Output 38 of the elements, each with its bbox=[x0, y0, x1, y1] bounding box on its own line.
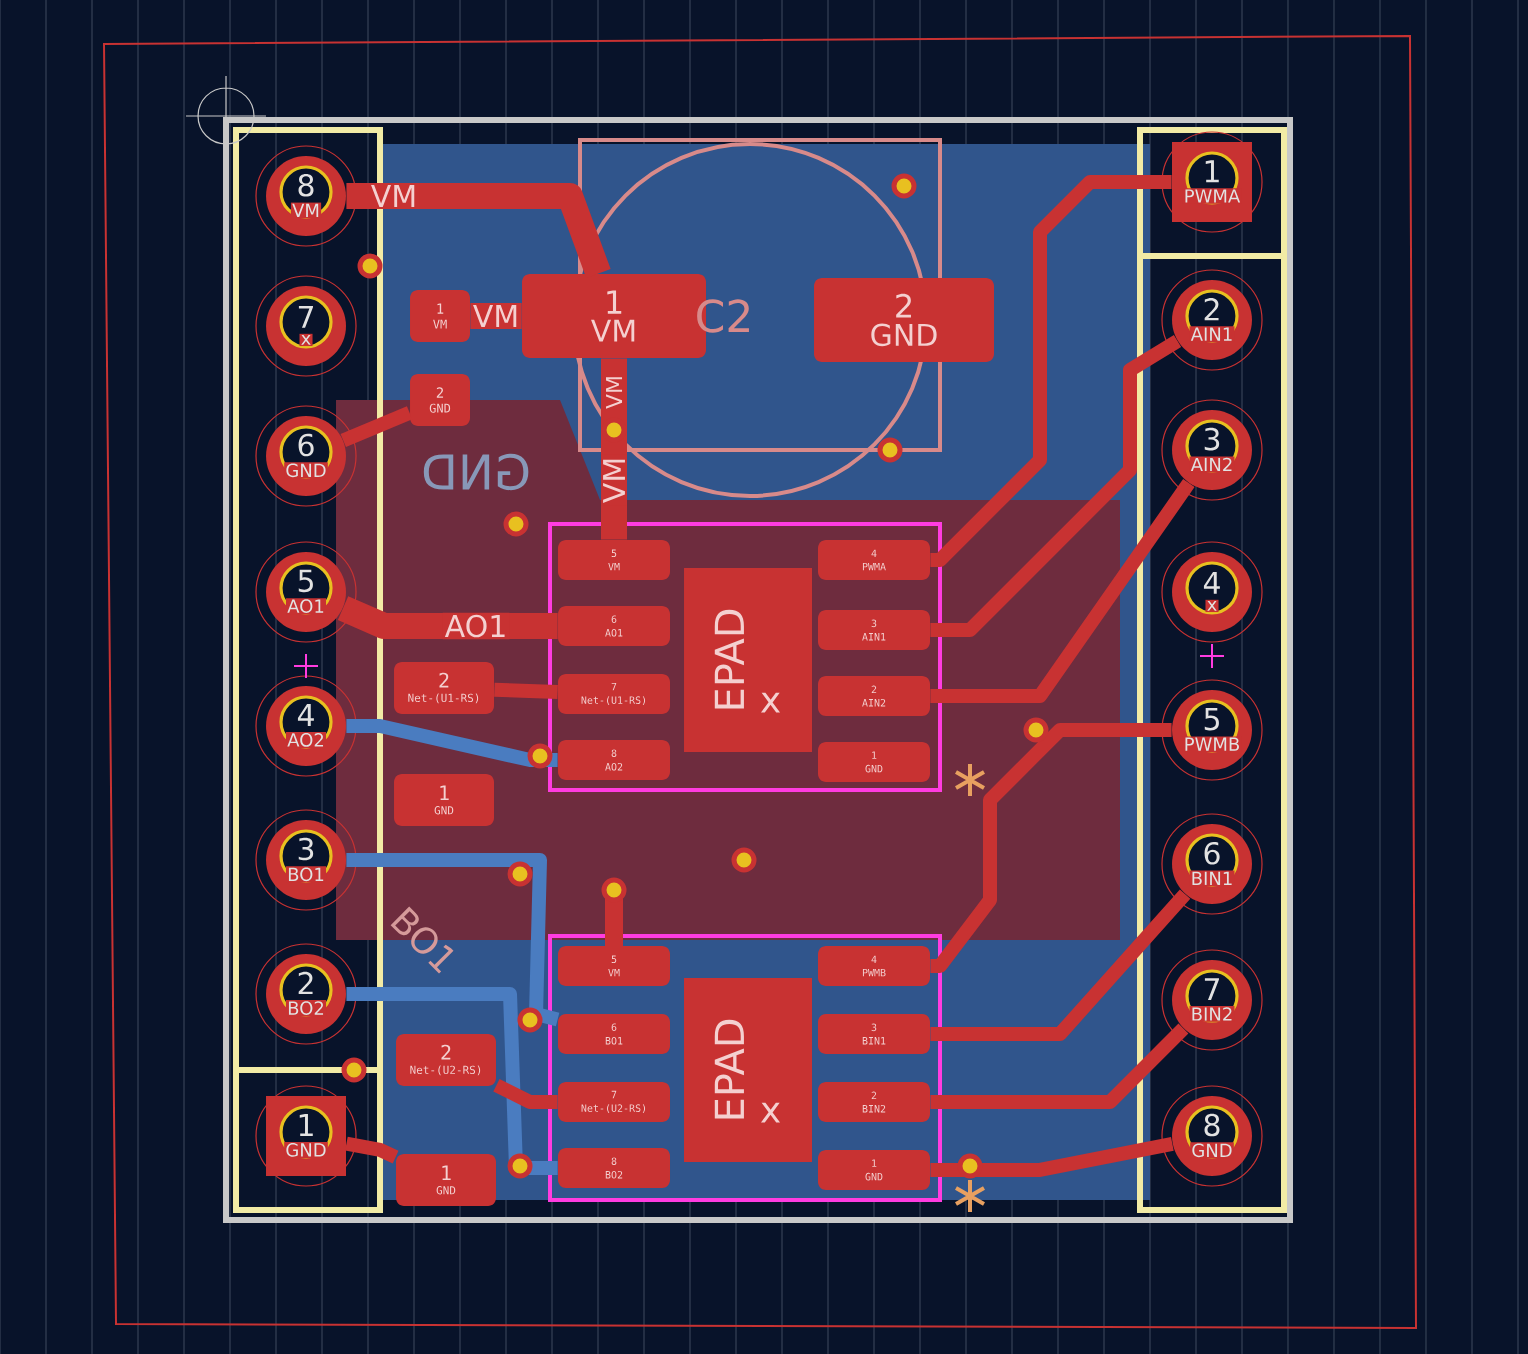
header-pin: 7 x bbox=[266, 286, 346, 366]
net-label: VM bbox=[368, 183, 420, 209]
capacitor-pad: 2 GND bbox=[814, 278, 994, 362]
header-pin: 3 AIN2 bbox=[1172, 410, 1252, 490]
header-pin: 1 GND bbox=[266, 1096, 346, 1176]
trace bbox=[930, 889, 1191, 1041]
header-pin: 2 AIN1 bbox=[1172, 280, 1252, 360]
trace bbox=[346, 853, 560, 1027]
trace bbox=[930, 479, 1195, 703]
header-pin: 2 BO2 bbox=[266, 954, 346, 1034]
trace bbox=[930, 1023, 1189, 1109]
trace bbox=[346, 987, 558, 1175]
header-pin: 6 BIN1 bbox=[1172, 824, 1252, 904]
header-pin: 6 GND bbox=[266, 416, 346, 496]
trace bbox=[340, 406, 413, 447]
trace bbox=[930, 175, 1172, 567]
trace bbox=[345, 1136, 399, 1164]
header-pin: 5 PWMB bbox=[1172, 690, 1252, 770]
exposed-pad: EPAD x bbox=[684, 978, 812, 1162]
header-pin: 3 BO1 bbox=[266, 820, 346, 900]
header-pin: 5 AO1 bbox=[266, 552, 346, 632]
trace bbox=[346, 183, 611, 279]
silkscreen-text: GND bbox=[423, 453, 529, 491]
trace bbox=[493, 1078, 558, 1109]
header-pin: 8 VM bbox=[266, 156, 346, 236]
net-label: VM bbox=[601, 454, 627, 506]
trace bbox=[930, 335, 1182, 637]
exposed-pad: EPAD x bbox=[684, 568, 812, 752]
header-pin: 4 AO2 bbox=[266, 686, 346, 766]
trace bbox=[494, 682, 558, 699]
net-label: VM bbox=[470, 303, 522, 329]
header-pin: 4 x bbox=[1172, 552, 1252, 632]
header-pin: 8 GND bbox=[1172, 1096, 1252, 1176]
trace bbox=[930, 723, 1172, 973]
trace bbox=[346, 719, 558, 767]
header-pin: 7 BIN2 bbox=[1172, 960, 1252, 1040]
trace bbox=[930, 1136, 1174, 1177]
header-pin: 1 PWMA bbox=[1172, 142, 1252, 222]
